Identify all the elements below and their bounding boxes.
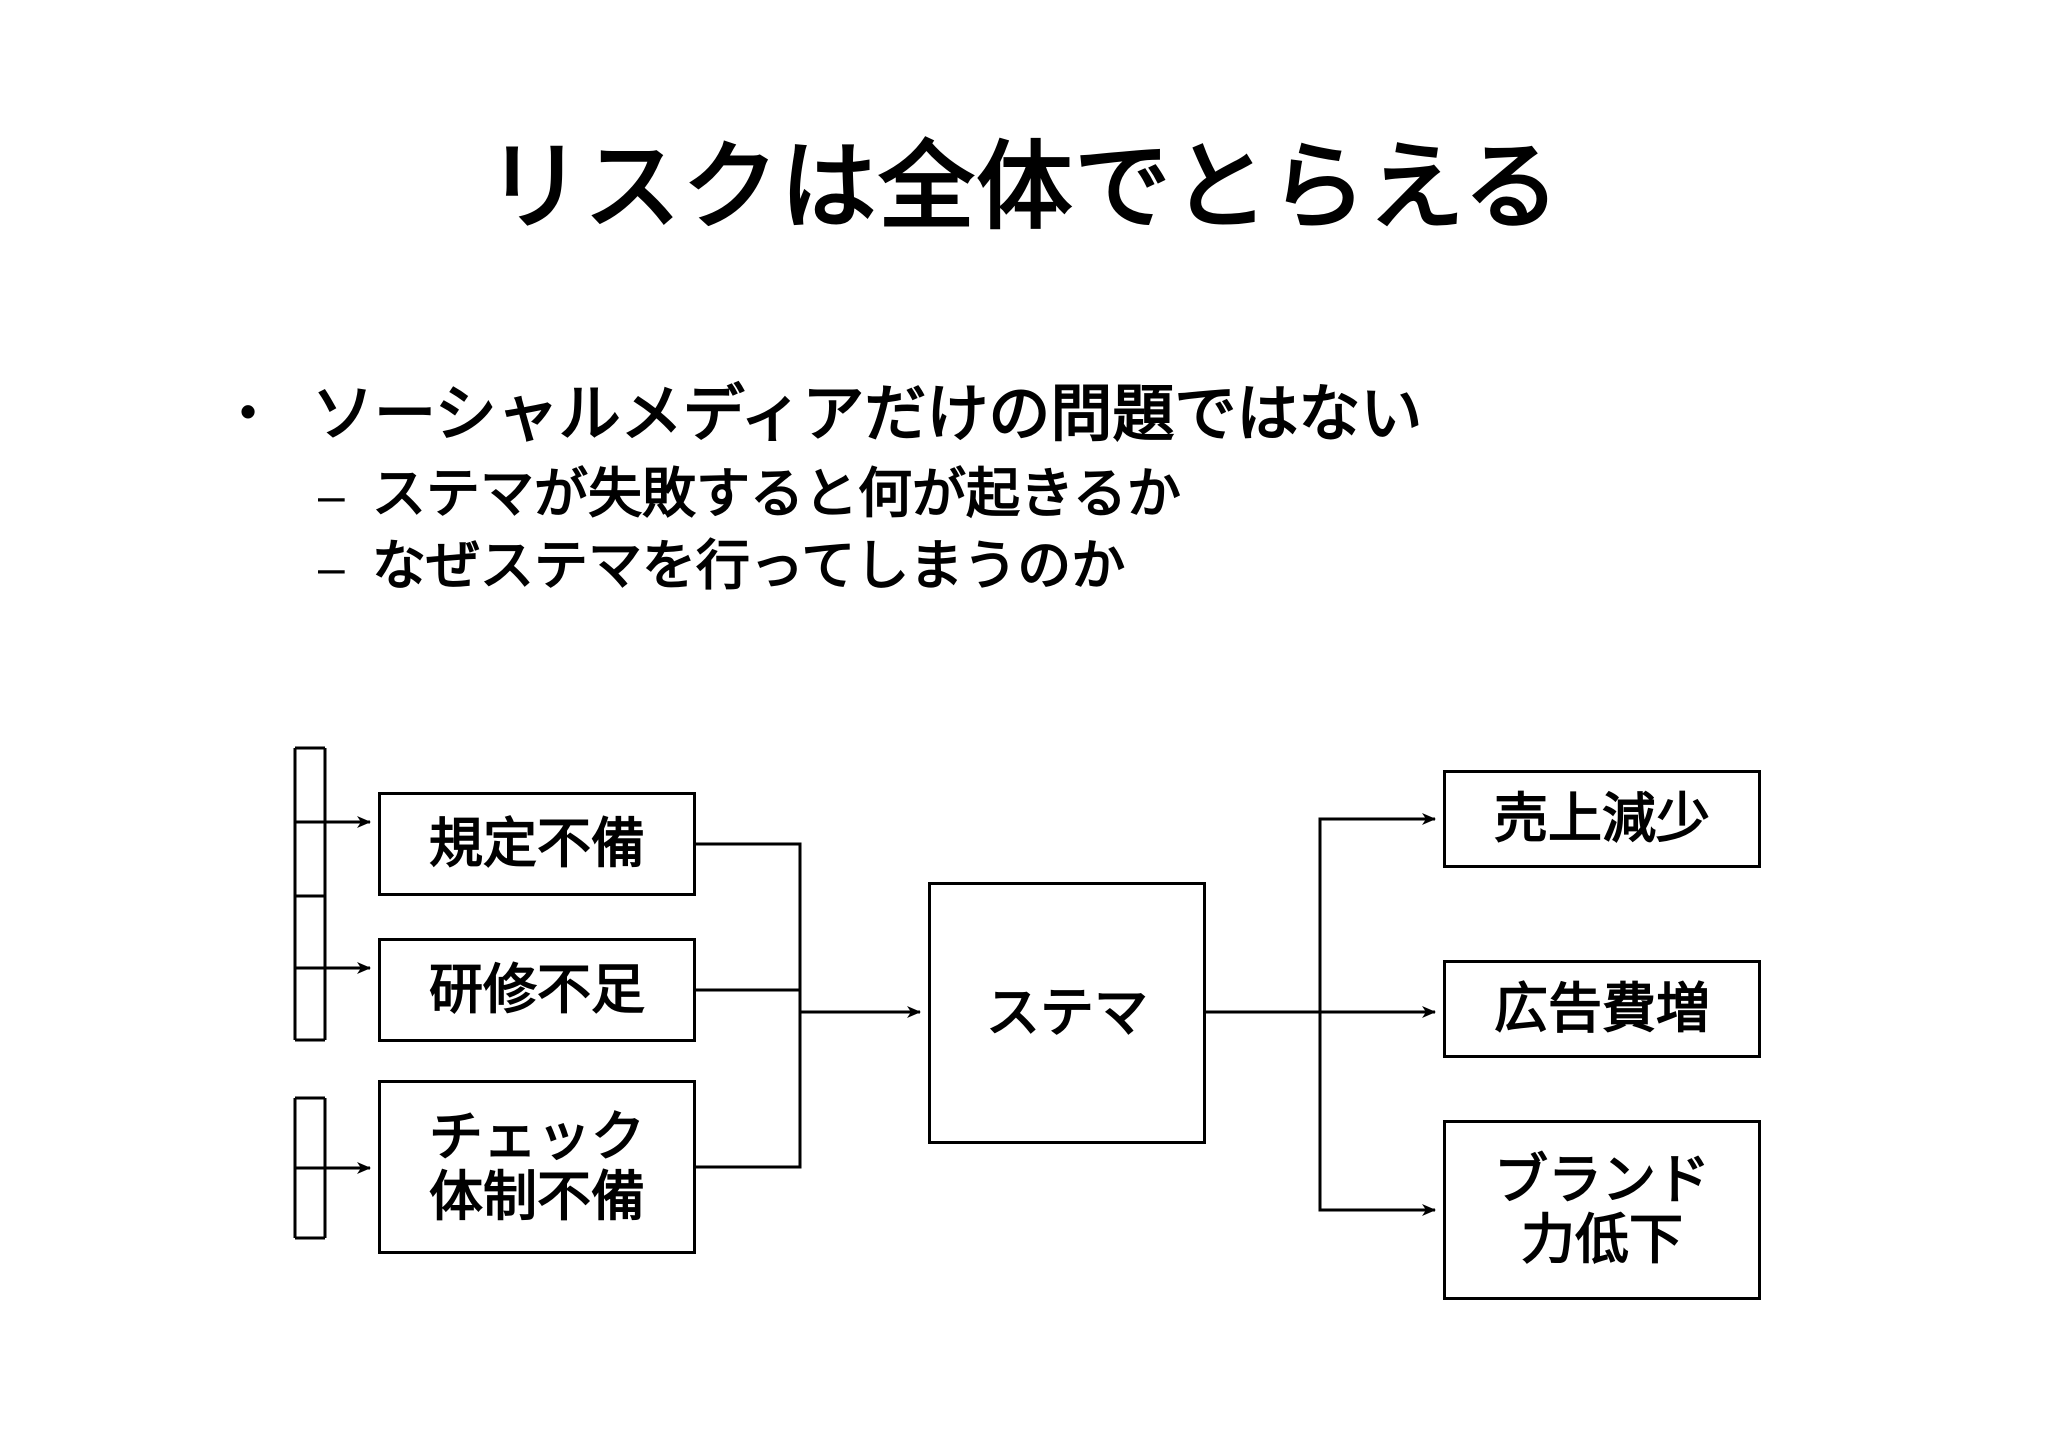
diagram-node-cause-training[interactable]: 研修不足 xyxy=(378,938,696,1042)
node-label: 研修不足 xyxy=(429,959,645,1020)
node-label: 広告費増 xyxy=(1494,978,1710,1039)
bullet-marker-dot-icon: • xyxy=(240,385,257,437)
node-label: 規定不備 xyxy=(429,813,645,874)
bullet-item-sub-2: – なぜステマを行ってしまうのか xyxy=(318,536,1840,597)
bullet-text-sub-1: ステマが失敗すると何が起きるか xyxy=(372,464,1181,525)
bullet-sublist: – ステマが失敗すると何が起きるか – なぜステマを行ってしまうのか xyxy=(240,465,1840,596)
node-label-line1: チェック xyxy=(429,1106,645,1167)
diagram-node-effect-brand-power-decline[interactable]: ブランド 力低下 xyxy=(1443,1120,1761,1300)
node-label-line2: 力低下 xyxy=(1521,1210,1683,1270)
page-title: リスクは全体でとらえる xyxy=(486,134,1562,241)
diagram-node-cause-check-system[interactable]: チェック 体制不備 xyxy=(378,1080,696,1254)
connector-check-merge xyxy=(696,1012,802,1169)
bullet-marker-dash-icon: – xyxy=(318,542,345,596)
node-label-line1: ブランド xyxy=(1494,1149,1710,1210)
bullet-text-sub-2: なぜステマを行ってしまうのか xyxy=(372,536,1126,597)
cause-effect-diagram: 規定不備 研修不足 チェック 体制不備 ステマ 売上減少 広告費増 ブランド 力… xyxy=(0,700,2048,1360)
diagram-node-effect-sales-decline[interactable]: 売上減少 xyxy=(1443,770,1761,868)
bullet-item-sub-1: – ステマが失敗すると何が起きるか xyxy=(318,464,1840,525)
diagram-node-center-stealth-marketing[interactable]: ステマ xyxy=(928,882,1206,1144)
bullet-marker-dash-icon: – xyxy=(318,470,345,524)
bullet-text-primary: ソーシャルメディアだけの問題ではない xyxy=(312,380,1423,449)
connector-to-uriage xyxy=(1318,813,1436,1012)
connector-kitei-merge xyxy=(696,842,802,1012)
diagram-node-effect-ad-cost-increase[interactable]: 広告費増 xyxy=(1443,960,1761,1058)
connector-to-brand xyxy=(1318,1012,1436,1216)
diagram-connectors xyxy=(293,746,1436,1240)
bullet-item-primary: • ソーシャルメディアだけの問題ではない xyxy=(240,382,1840,447)
diagram-node-cause-regulation[interactable]: 規定不備 xyxy=(378,792,696,896)
node-label-line2: 体制不備 xyxy=(429,1167,645,1227)
node-label: ステマ xyxy=(986,982,1148,1043)
node-label: 売上減少 xyxy=(1494,788,1710,849)
bullet-list: • ソーシャルメディアだけの問題ではない – ステマが失敗すると何が起きるか –… xyxy=(240,382,1840,610)
